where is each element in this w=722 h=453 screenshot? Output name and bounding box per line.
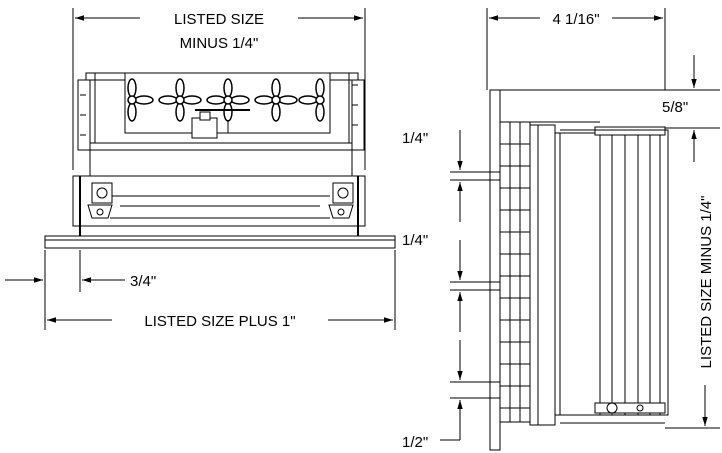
damper-sleeve <box>89 142 353 177</box>
damper-blades <box>594 126 669 416</box>
front-top-label-line1: LISTED SIZE <box>174 11 264 28</box>
right-clip <box>328 182 354 219</box>
side-height-label: LISTED SIZE MINUS 1/4" <box>698 196 715 369</box>
front-bottom-label: LISTED SIZE PLUS 1" <box>144 313 295 330</box>
front-view: LISTED SIZE MINUS 1/4" <box>5 8 396 330</box>
blade-spacing-mid-label: 1/4" <box>402 232 428 249</box>
side-view: 4 1/16" <box>402 8 720 451</box>
blade-spacing-top-label: 1/4" <box>402 130 428 147</box>
left-clip <box>87 182 113 219</box>
blade-linkage <box>127 78 325 122</box>
side-depth-label: 4 1/16" <box>552 11 599 28</box>
side-flange-label: 5/8" <box>662 99 688 116</box>
grille-fins <box>499 121 531 423</box>
front-flange-label: 3/4" <box>130 273 156 290</box>
front-top-label-line2: MINUS 1/4" <box>180 35 259 52</box>
front-flange <box>44 235 396 249</box>
blade-spacing-bottom-label: 1/2" <box>402 434 428 451</box>
side-flange <box>489 89 501 451</box>
